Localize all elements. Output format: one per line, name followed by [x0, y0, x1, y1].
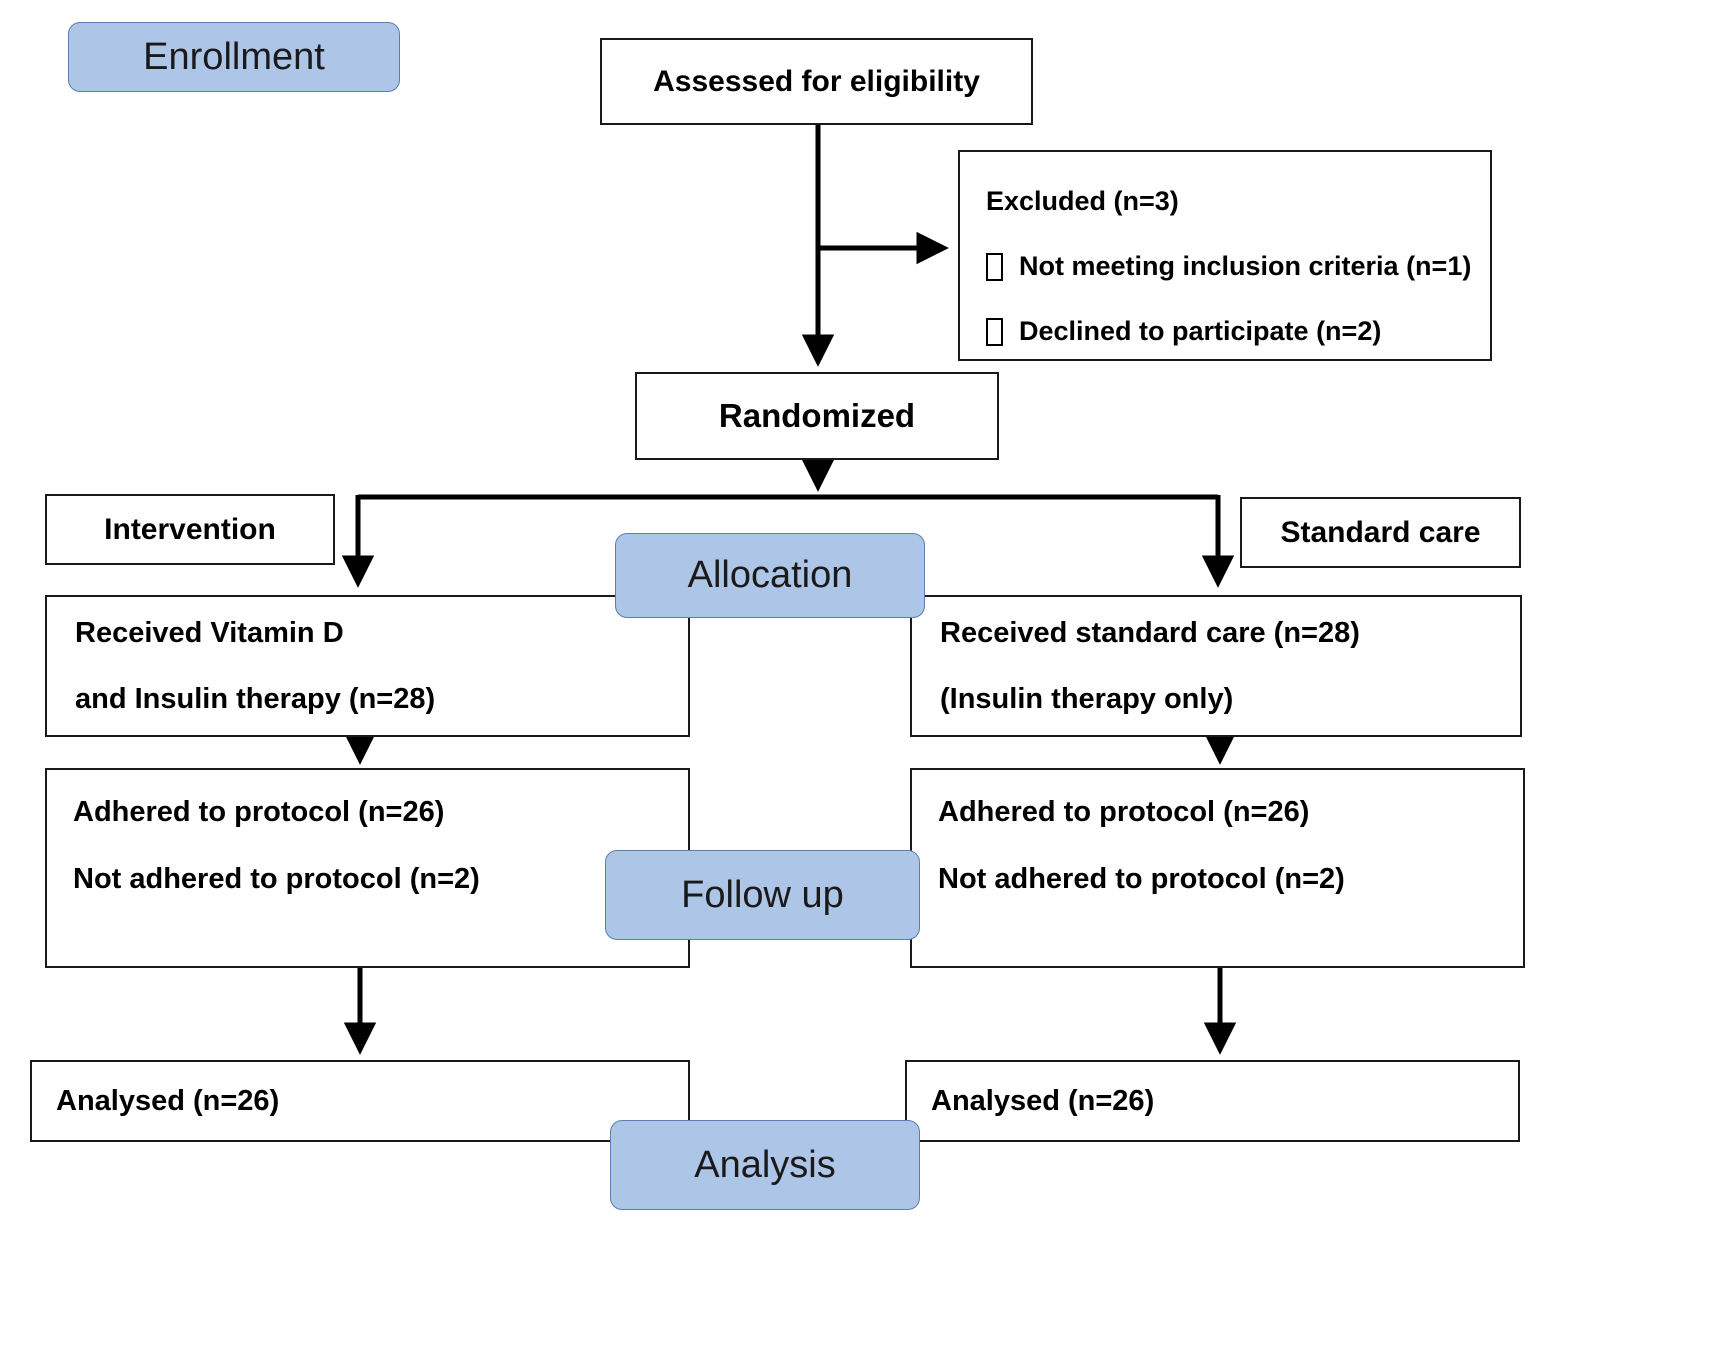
- excluded-box: Excluded (n=3) Not meeting inclusion cri…: [958, 150, 1492, 361]
- standard-care-label-box: Standard care: [1240, 497, 1521, 568]
- missing-glyph-icon: [986, 252, 1003, 281]
- stage-allocation: Allocation: [615, 533, 925, 618]
- received-standard-line1: Received standard care (n=28): [940, 617, 1360, 649]
- analysed-standard-box: Analysed (n=26): [905, 1060, 1520, 1142]
- analysed-intervention-box: Analysed (n=26): [30, 1060, 690, 1142]
- excluded-title: Excluded (n=3): [986, 186, 1179, 216]
- assessed-box: Assessed for eligibility: [600, 38, 1033, 125]
- received-standard-line2: (Insulin therapy only): [940, 683, 1234, 715]
- randomized-box: Randomized: [635, 372, 999, 460]
- adhered-right-line2: Not adhered to protocol (n=2): [938, 863, 1345, 895]
- followup-intervention-box: Adhered to protocol (n=26) Not adhered t…: [45, 768, 690, 968]
- received-standard-box: Received standard care (n=28) (Insulin t…: [910, 595, 1522, 737]
- received-intervention-box: Received Vitamin D and Insulin therapy (…: [45, 595, 690, 737]
- intervention-label-box: Intervention: [45, 494, 335, 565]
- received-intervention-line2: and Insulin therapy (n=28): [75, 683, 436, 715]
- followup-standard-box: Adhered to protocol (n=26) Not adhered t…: [910, 768, 1525, 968]
- excluded-item-text: Not meeting inclusion criteria (n=1): [1019, 251, 1472, 281]
- excluded-item: Not meeting inclusion criteria (n=1): [986, 251, 1472, 282]
- excluded-item-text: Declined to participate (n=2): [1019, 316, 1382, 346]
- received-intervention-line1: Received Vitamin D: [75, 617, 344, 649]
- stage-enrollment: Enrollment: [68, 22, 400, 92]
- adhered-left-line1: Adhered to protocol (n=26): [73, 796, 445, 828]
- stage-follow-up: Follow up: [605, 850, 920, 940]
- adhered-left-line2: Not adhered to protocol (n=2): [73, 863, 480, 895]
- excluded-item: Declined to participate (n=2): [986, 316, 1470, 347]
- adhered-right-line1: Adhered to protocol (n=26): [938, 796, 1310, 828]
- stage-analysis: Analysis: [610, 1120, 920, 1210]
- missing-glyph-icon: [986, 317, 1003, 346]
